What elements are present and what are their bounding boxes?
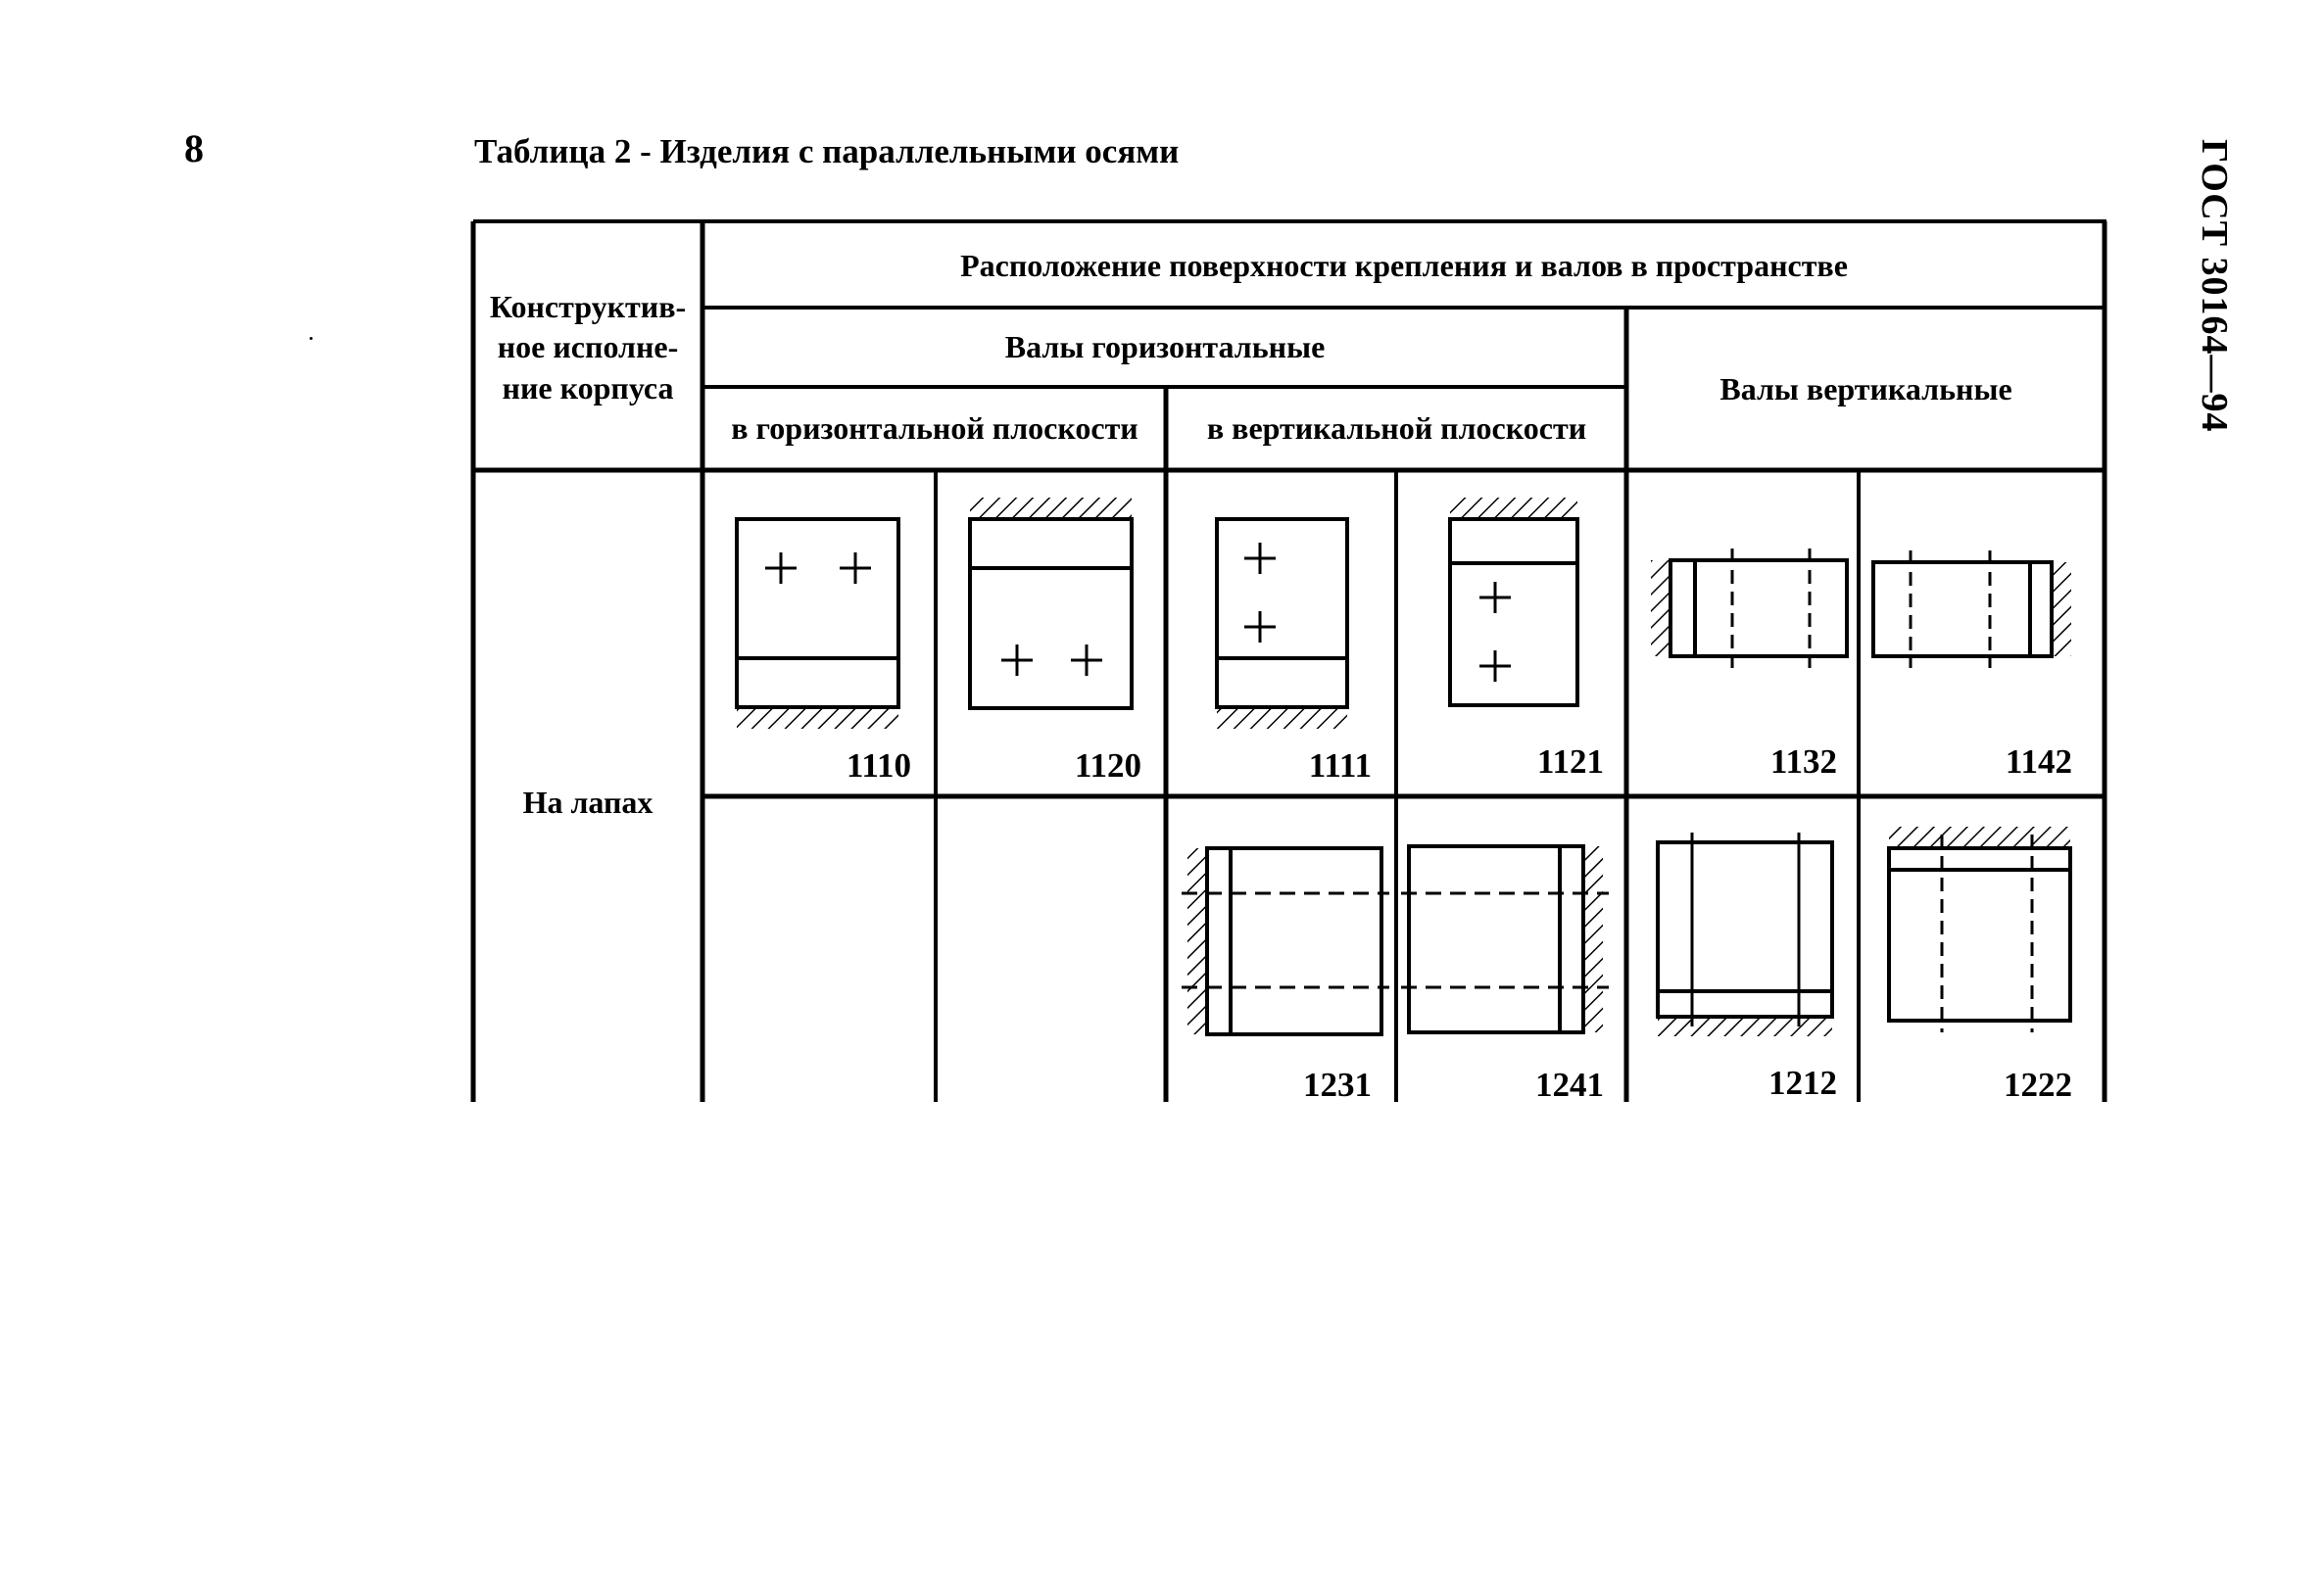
code-1222: 1222 bbox=[2004, 1066, 2072, 1104]
code-1241: 1241 bbox=[1535, 1066, 1604, 1104]
mounting-1111-icon bbox=[1215, 517, 1349, 729]
header-horizontal-plane: в горизонтальной плоскости bbox=[731, 410, 1138, 447]
header-shafts-vertical: Валы вертикальные bbox=[1719, 371, 2012, 407]
header-vertical-plane: в вертикальной плоскости bbox=[1206, 410, 1587, 447]
code-1120: 1120 bbox=[1074, 746, 1141, 785]
code-1142: 1142 bbox=[2005, 742, 2072, 781]
mounting-1241-icon bbox=[1401, 844, 1609, 1034]
code-1132: 1132 bbox=[1769, 742, 1837, 781]
header-shafts-horizontal: Валы горизонтальные bbox=[1004, 329, 1326, 365]
code-1212: 1212 bbox=[1768, 1064, 1837, 1102]
table-caption: Таблица 2 - Изделия с параллельными осям… bbox=[474, 132, 1180, 170]
page-number: 8 bbox=[184, 126, 204, 170]
mounting-1231-icon bbox=[1182, 846, 1389, 1036]
mounting-1121-icon bbox=[1448, 498, 1579, 707]
mounting-1142-icon bbox=[1871, 550, 2071, 668]
code-1110: 1110 bbox=[846, 746, 911, 785]
header-body-design: Конструктив- ное исполне- ние корпуса bbox=[489, 288, 687, 406]
header-location: Расположение поверхности крепления и вал… bbox=[960, 248, 1848, 284]
mounting-1132-icon bbox=[1651, 549, 1849, 668]
mounting-1222-icon bbox=[1887, 827, 2072, 1032]
row-label-on-feet: На лапах bbox=[522, 785, 654, 821]
mounting-1212-icon bbox=[1656, 833, 1834, 1036]
mounting-1110-icon bbox=[735, 517, 900, 729]
document-code: ГОСТ 30164—94 bbox=[2194, 139, 2235, 433]
mounting-1120-icon bbox=[968, 498, 1134, 710]
code-1231: 1231 bbox=[1303, 1066, 1372, 1104]
stray-mark bbox=[310, 337, 313, 340]
code-1121: 1121 bbox=[1536, 742, 1604, 781]
code-1111: 1111 bbox=[1308, 746, 1372, 785]
